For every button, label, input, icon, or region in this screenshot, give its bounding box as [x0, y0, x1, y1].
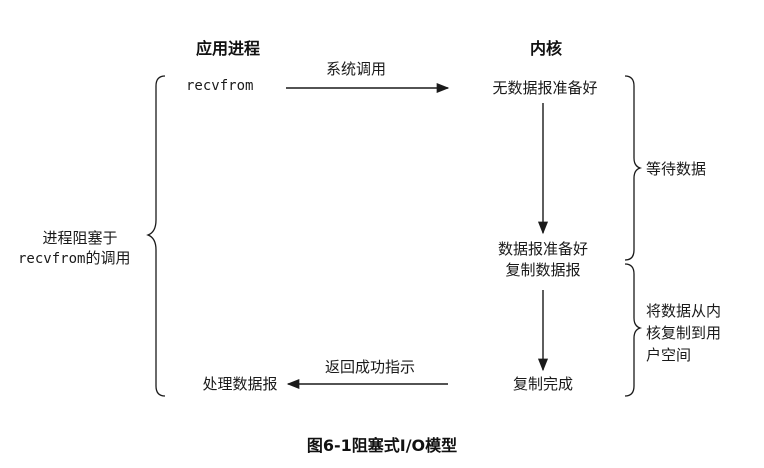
copy-phase-line2: 核复制到用 — [646, 324, 721, 342]
copy-phase-line3: 户空间 — [646, 346, 691, 364]
blocked-recvfrom-mono: recvfrom — [18, 251, 85, 267]
wait-brace — [624, 75, 643, 261]
process-datagram-label: 处理数据报 — [202, 375, 277, 393]
process-blocked-line2: recvfrom的调用 — [18, 249, 130, 267]
wait-for-data-label: 等待数据 — [646, 160, 706, 178]
no-data-ready-label: 无数据报准备好 — [492, 79, 597, 97]
process-blocked-line1: 进程阻塞于 — [42, 229, 117, 247]
figure-title: 阻塞式I/O模型 — [352, 436, 457, 455]
kernel-header: 内核 — [530, 39, 562, 58]
app-process-header: 应用进程 — [196, 39, 260, 58]
recvfrom-label: recvfrom — [186, 78, 253, 94]
system-call-label: 系统调用 — [326, 60, 386, 78]
data-ready-label: 数据报准备好 — [498, 240, 588, 258]
blocked-call-text: 的调用 — [85, 249, 130, 267]
blocked-brace — [146, 75, 166, 397]
copy-phase-line1: 将数据从内 — [646, 302, 721, 320]
figure-number: 图6-1 — [307, 436, 352, 455]
copy-datagram-label: 复制数据报 — [505, 261, 580, 279]
copy-complete-label: 复制完成 — [513, 375, 573, 393]
copy-brace — [624, 263, 643, 397]
figure-caption: 图6-1阻塞式I/O模型 — [307, 436, 457, 455]
return-success-label: 返回成功指示 — [325, 358, 415, 376]
